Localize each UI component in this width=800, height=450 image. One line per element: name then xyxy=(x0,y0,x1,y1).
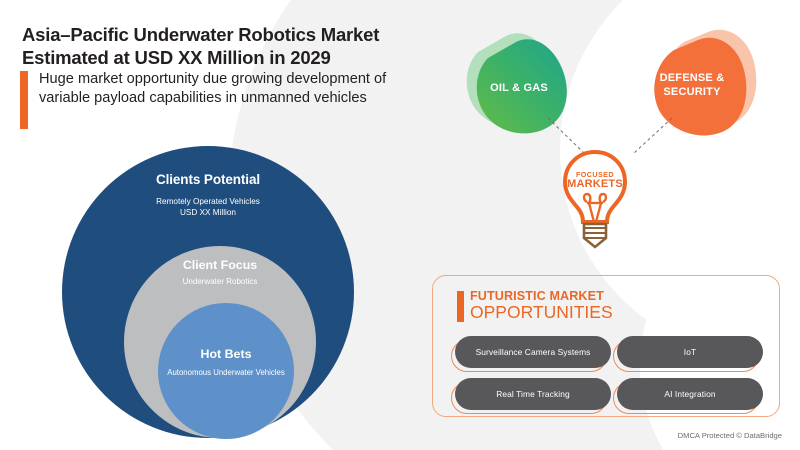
page-title: Asia–Pacific Underwater Robotics Market … xyxy=(22,24,442,69)
opportunity-item[interactable]: AI Integration xyxy=(613,378,763,414)
opportunities-title-line-2: OPPORTUNITIES xyxy=(470,301,613,322)
connector-lines xyxy=(547,117,673,155)
market-node-oil-and-gas-shape xyxy=(476,39,567,134)
page-title-line-1: Asia–Pacific Underwater Robotics Market xyxy=(22,24,380,45)
market-node-defense-and-security-shape xyxy=(654,37,747,136)
opportunity-item-label: IoT xyxy=(617,336,763,368)
lightbulb-icon xyxy=(562,149,628,249)
market-node-oil-and-gas-label: OIL & GAS xyxy=(490,82,548,95)
focused-markets-diagram: OIL & GAS DEFENSE & SECURITY FOCUSED M xyxy=(440,8,800,258)
circle-client-focus-label: Client Focus xyxy=(182,258,258,272)
opportunities-title-line-1: FUTURISTIC MARKET xyxy=(470,289,604,303)
market-node-defense-and-security[interactable]: DEFENSE & SECURITY xyxy=(636,20,764,142)
accent-bar xyxy=(20,71,28,129)
opportunity-item[interactable]: IoT xyxy=(613,336,763,372)
opportunity-item-label: Surveillance Camera Systems xyxy=(455,336,611,368)
opportunities-panel: FUTURISTIC MARKET OPPORTUNITIES Surveill… xyxy=(432,275,780,417)
concentric-circles-diagram: Clients Potential Remotely Operated Vehi… xyxy=(62,146,354,439)
circle-clients-potential-label: Clients Potential xyxy=(155,172,261,187)
opportunity-item-label: Real Time Tracking xyxy=(455,378,611,410)
circle-client-focus-sublabel: Underwater Robotics xyxy=(182,277,258,286)
focused-markets-label: FOCUSED MARKETS xyxy=(558,171,632,190)
opportunities-header: FUTURISTIC MARKET OPPORTUNITIES xyxy=(457,290,613,322)
market-node-oil-and-gas[interactable]: OIL & GAS xyxy=(454,24,576,142)
opportunities-list: Surveillance Camera Systems IoT Real Tim… xyxy=(451,336,763,414)
circle-hot-bets[interactable]: Hot Bets Autonomous Underwater Vehicles xyxy=(158,303,294,439)
page-subtitle: Huge market opportunity due growing deve… xyxy=(39,71,387,107)
focused-markets-label-line-2: MARKETS xyxy=(567,178,623,191)
opportunities-title: FUTURISTIC MARKET OPPORTUNITIES xyxy=(470,290,613,321)
opportunity-item[interactable]: Real Time Tracking xyxy=(451,378,611,414)
opportunities-accent-bar xyxy=(457,291,464,322)
subtitle-block: Huge market opportunity due growing deve… xyxy=(20,70,420,129)
opportunity-item[interactable]: Surveillance Camera Systems xyxy=(451,336,611,372)
circle-hot-bets-label: Hot Bets xyxy=(200,347,252,361)
circle-hot-bets-sublabel: Autonomous Underwater Vehicles xyxy=(167,368,285,377)
footer-credit: DMCA Protected © DataBridge xyxy=(677,431,782,440)
page-title-line-2: Estimated at USD XX Million in 2029 xyxy=(22,46,331,68)
focused-markets-label-line-1: FOCUSED xyxy=(576,170,614,179)
circle-clients-potential-sublabel: Remotely Operated Vehicles USD XX Millio… xyxy=(156,197,260,218)
opportunity-item-label: AI Integration xyxy=(617,378,763,410)
market-node-defense-and-security-label: DEFENSE & SECURITY xyxy=(659,72,725,98)
